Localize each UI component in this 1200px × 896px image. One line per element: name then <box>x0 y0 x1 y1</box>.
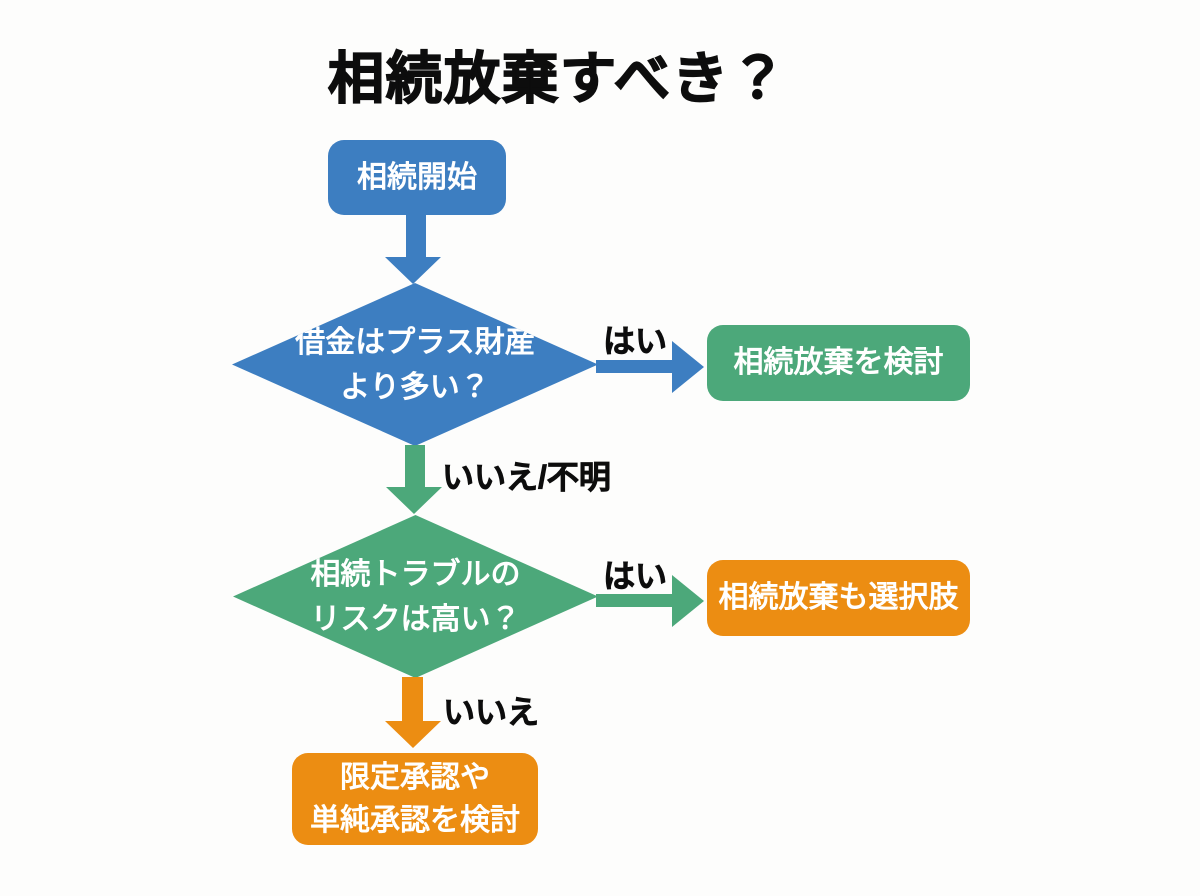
node-result-renounce-option: 相続放棄も選択肢 <box>707 560 970 636</box>
arrow-down-icon <box>386 487 442 514</box>
node-start-label: 相続開始 <box>357 160 477 194</box>
node-result-consider-renounce-label: 相続放棄を検討 <box>733 346 944 379</box>
node-decision-trouble-line2: リスクは高い？ <box>310 602 521 636</box>
arrow-down-icon <box>385 257 441 284</box>
node-decision-trouble: 相続トラブルの リスクは高い？ <box>233 515 598 678</box>
edge-label-debt-no: いいえ/不明 <box>442 459 612 496</box>
arrow-stem <box>406 212 426 259</box>
node-decision-trouble-line1: 相続トラブルの <box>310 557 521 591</box>
arrow-down-icon <box>385 721 441 748</box>
page-title: 相続放棄すべき？ <box>327 46 789 111</box>
arrow-stem <box>405 445 425 489</box>
node-result-acceptance-line1: 限定承認や <box>340 760 490 794</box>
arrow-right-icon <box>672 341 704 393</box>
arrow-stem <box>402 677 423 723</box>
node-decision-debt: 借金はプラス財産 より多い？ <box>232 283 598 446</box>
node-start: 相続開始 <box>328 140 506 215</box>
node-result-renounce-option-label: 相続放棄も選択肢 <box>718 581 959 614</box>
edge-label-trouble-yes: はい <box>603 558 668 595</box>
arrow-right-icon <box>672 575 704 627</box>
arrow-stem <box>596 360 674 373</box>
node-decision-debt-line2: より多い？ <box>340 370 490 404</box>
node-result-consider-renounce: 相続放棄を検討 <box>707 325 970 401</box>
node-decision-debt-line1: 借金はプラス財産 <box>295 325 535 359</box>
edge-label-trouble-no: いいえ <box>443 694 540 731</box>
node-result-acceptance-line2: 単純承認を検討 <box>310 804 520 837</box>
arrow-stem <box>596 594 674 607</box>
node-result-acceptance: 限定承認や 単純承認を検討 <box>292 753 538 845</box>
edge-label-debt-yes: はい <box>603 323 668 360</box>
